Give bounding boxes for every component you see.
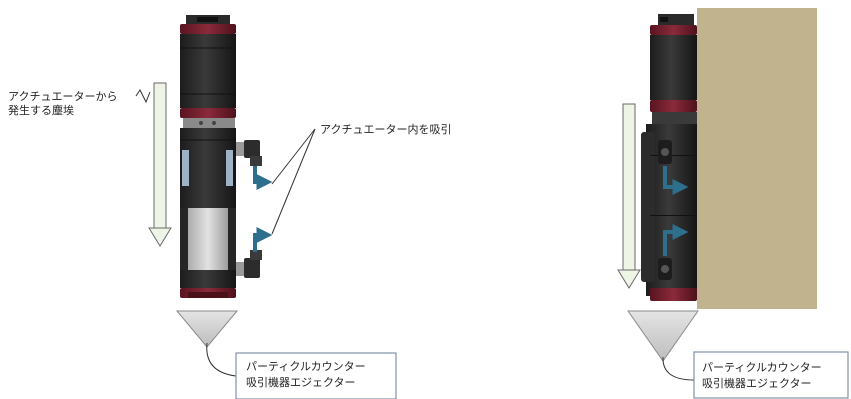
funnel-left xyxy=(175,310,239,377)
left-panel: アクチュエーターから 発生する塵埃 アクチュエーター内を吸引 パーティクルカウン… xyxy=(8,15,451,399)
counter-label-line2-right: 吸引機器エジェクター xyxy=(702,376,812,390)
actuator-right xyxy=(641,14,697,301)
funnel-right xyxy=(627,310,699,381)
dust-leader-line xyxy=(135,89,151,104)
dust-label-line1: アクチュエーターから xyxy=(8,90,117,103)
motion-arrow-left xyxy=(148,82,172,247)
dust-label-line2: 発生する塵埃 xyxy=(8,103,74,117)
particle-counter-box-left: パーティクルカウンター 吸引機器エジェクター xyxy=(235,352,397,399)
counter-label-line1-left: パーティクルカウンター xyxy=(246,360,366,373)
airflow-arrow-upper-left xyxy=(253,166,273,190)
right-panel: パーティクルカウンター 吸引機器エジェクター xyxy=(617,8,849,399)
lower-fitting-left xyxy=(236,250,262,278)
airflow-arrow-upper-right xyxy=(663,166,689,195)
counter-label-line2-left: 吸引機器エジェクター xyxy=(246,375,356,389)
airflow-arrow-lower-left xyxy=(253,227,273,252)
suction-leader-lines xyxy=(271,128,316,235)
motion-arrow-right xyxy=(617,103,641,289)
suction-label: アクチュエーター内を吸引 xyxy=(320,122,451,136)
airflow-arrow-lower-right xyxy=(663,224,689,256)
upper-fitting-left xyxy=(236,140,262,166)
counter-label-line1-right: パーティクルカウンター xyxy=(702,361,822,374)
particle-counter-box-right: パーティクルカウンター 吸引機器エジェクター xyxy=(693,351,849,399)
mounting-wall xyxy=(697,8,817,309)
actuator-left xyxy=(180,15,273,298)
